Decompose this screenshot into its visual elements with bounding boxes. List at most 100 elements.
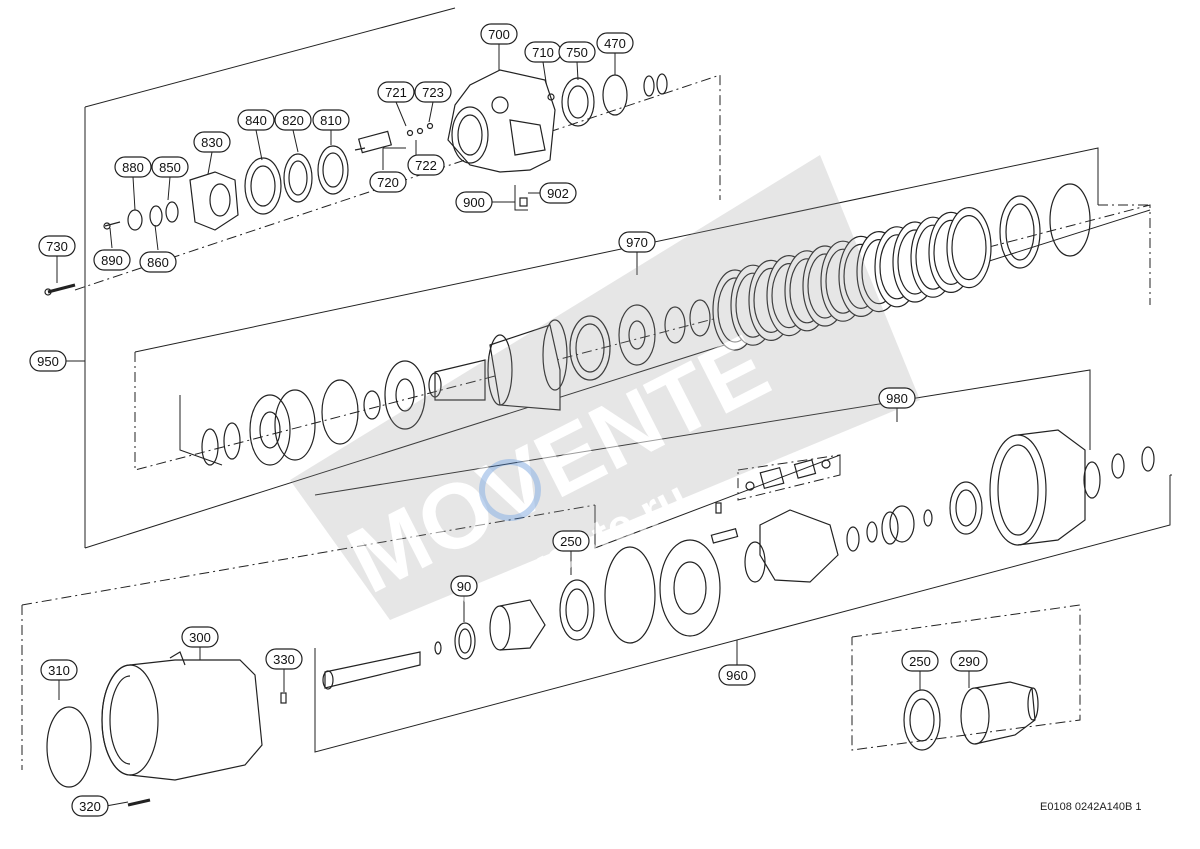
svg-text:700: 700: [488, 27, 510, 42]
callout-320: 320: [71, 795, 109, 817]
callout-250-b: 250: [901, 650, 939, 672]
callout-810: 810: [312, 109, 350, 131]
callout-90: 90: [450, 575, 478, 597]
svg-text:820: 820: [282, 113, 304, 128]
svg-text:290: 290: [958, 654, 980, 669]
callout-bubbles: 700 710 750 470 721 723 722 720 840 820 …: [29, 23, 988, 817]
callout-950: 950: [29, 350, 67, 372]
bolt-320: [127, 798, 151, 807]
svg-text:960: 960: [726, 668, 748, 683]
parts: [44, 69, 1155, 807]
callout-710: 710: [524, 41, 562, 63]
o-ring: [656, 73, 668, 95]
svg-text:750: 750: [566, 45, 588, 60]
callout-840: 840: [237, 109, 275, 131]
o-ring-310: [46, 706, 92, 788]
carrier-disc: [618, 304, 656, 366]
callout-470: 470: [596, 32, 634, 54]
thrust-ring: [664, 306, 686, 344]
clutch-hub: [569, 315, 611, 381]
svg-text:950: 950: [37, 354, 59, 369]
ring-gear-housing: [989, 429, 1101, 546]
housing-700: [447, 69, 556, 173]
bolt-890: [103, 221, 121, 230]
pressure-plate: [999, 195, 1041, 269]
callout-830: 830: [193, 131, 231, 153]
piston-960: [659, 539, 721, 637]
pin-small: [715, 502, 722, 514]
callout-700: 700: [480, 23, 518, 45]
callout-730: 730: [38, 235, 76, 257]
bearing: [949, 481, 983, 535]
callout-860: 860: [139, 251, 177, 273]
callout-970: 970: [618, 231, 656, 253]
planet-gears: [745, 459, 831, 491]
callout-720: 720: [369, 171, 407, 193]
plate: [384, 360, 426, 430]
piston-disc: [249, 389, 316, 466]
svg-text:980: 980: [886, 391, 908, 406]
bushing: [846, 526, 860, 552]
housing-300: [101, 651, 263, 781]
svg-text:330: 330: [273, 652, 295, 667]
svg-text:250: 250: [909, 654, 931, 669]
output-shaft: [322, 651, 421, 690]
seal-ring-small: [363, 390, 381, 420]
svg-text:902: 902: [547, 186, 569, 201]
svg-text:900: 900: [463, 195, 485, 210]
svg-text:723: 723: [422, 85, 444, 100]
callout-300: 300: [181, 626, 219, 648]
bearing-840: [244, 157, 282, 215]
o-ring-860: [149, 205, 163, 227]
thrust-ring: [689, 299, 711, 337]
seal-850: [165, 201, 179, 223]
o-ring-small: [434, 641, 442, 655]
seal-810: [317, 145, 349, 195]
svg-text:722: 722: [415, 158, 437, 173]
leader-lines: [56, 44, 970, 807]
svg-text:730: 730: [46, 239, 68, 254]
group-boundaries: [21, 7, 1172, 770]
bolt-730: [44, 283, 76, 296]
svg-text:90: 90: [457, 579, 471, 594]
part-900: [519, 197, 528, 207]
callout-750: 750: [558, 41, 596, 63]
seal-ring: [321, 379, 359, 445]
clutch-plates: [712, 207, 992, 351]
clutch-plate: [946, 207, 992, 289]
sensor-720: [354, 122, 434, 154]
pin-330: [280, 692, 287, 704]
sun-gear: [881, 505, 915, 545]
callout-960: 960: [718, 664, 756, 686]
svg-text:720: 720: [377, 175, 399, 190]
callout-902: 902: [539, 182, 577, 204]
callout-980: 980: [878, 387, 916, 409]
bearing-250-inset: [903, 689, 941, 751]
svg-text:880: 880: [122, 160, 144, 175]
washer-880: [127, 209, 143, 231]
callout-890: 890: [93, 249, 131, 271]
bushing-290: [960, 681, 1039, 745]
svg-text:710: 710: [532, 45, 554, 60]
bearing-250: [559, 579, 595, 641]
gear-coupling: [489, 599, 546, 651]
callout-250-a: 250: [552, 530, 590, 552]
callout-722: 722: [407, 154, 445, 176]
ring-470: [602, 74, 628, 116]
callout-850: 850: [151, 156, 189, 178]
callout-290: 290: [950, 650, 988, 672]
snap-rings: [201, 422, 241, 466]
svg-text:890: 890: [101, 253, 123, 268]
pin-710: [547, 93, 555, 101]
callout-330: 330: [265, 648, 303, 670]
svg-text:850: 850: [159, 160, 181, 175]
seal-820: [283, 153, 313, 203]
callout-820: 820: [274, 109, 312, 131]
svg-text:250: 250: [560, 534, 582, 549]
washer: [866, 521, 878, 543]
callout-310: 310: [40, 659, 78, 681]
clutch-shaft-drum: [428, 319, 568, 411]
callout-723: 723: [414, 81, 452, 103]
snap-ring-large: [1049, 183, 1091, 257]
